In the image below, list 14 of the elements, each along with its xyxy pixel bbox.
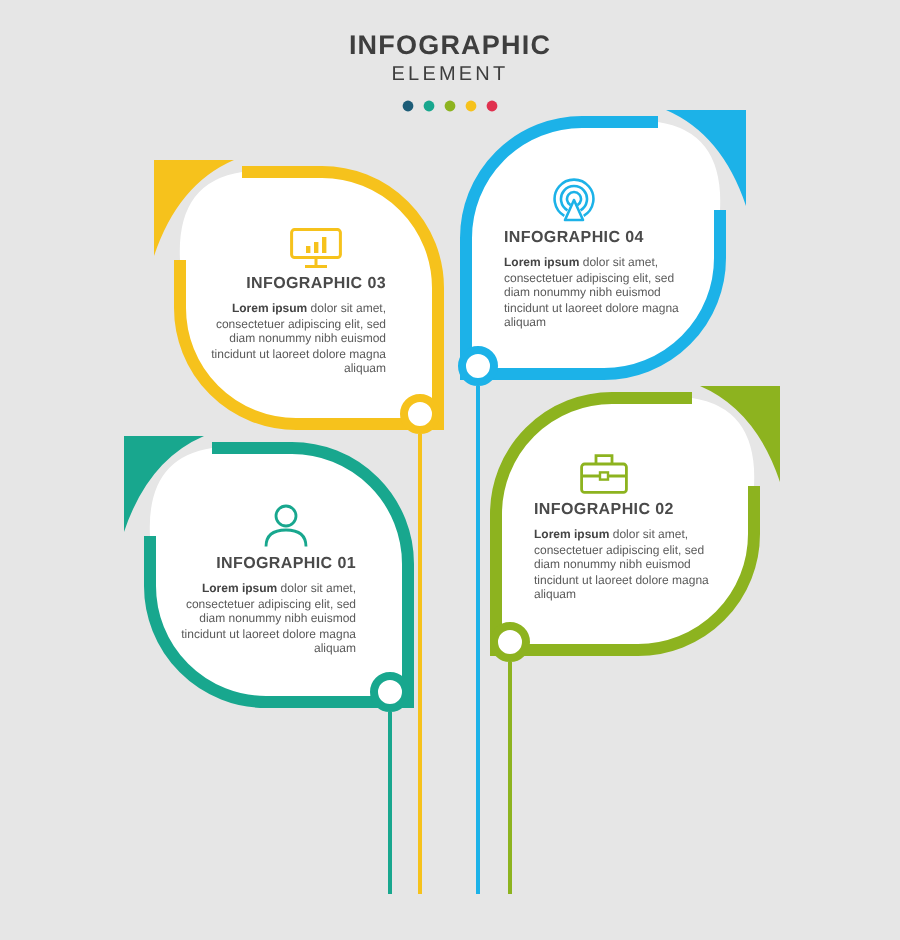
stem-line	[418, 434, 422, 894]
card-heading: INFOGRAPHIC 04	[504, 228, 644, 248]
leaf-card	[490, 386, 780, 656]
leaf-card	[124, 436, 414, 708]
card-heading: INFOGRAPHIC 01	[216, 554, 356, 574]
stem-line	[476, 386, 480, 894]
leaf-card	[154, 160, 444, 430]
connector-ring	[458, 346, 498, 386]
stem-line	[388, 712, 392, 894]
card-heading: INFOGRAPHIC 03	[246, 274, 386, 294]
card-heading: INFOGRAPHIC 02	[534, 500, 674, 520]
leaf-card	[460, 110, 746, 380]
stem-line	[508, 662, 512, 894]
title-heading: INFOGRAPHIC ELEMENT	[348, 30, 552, 88]
